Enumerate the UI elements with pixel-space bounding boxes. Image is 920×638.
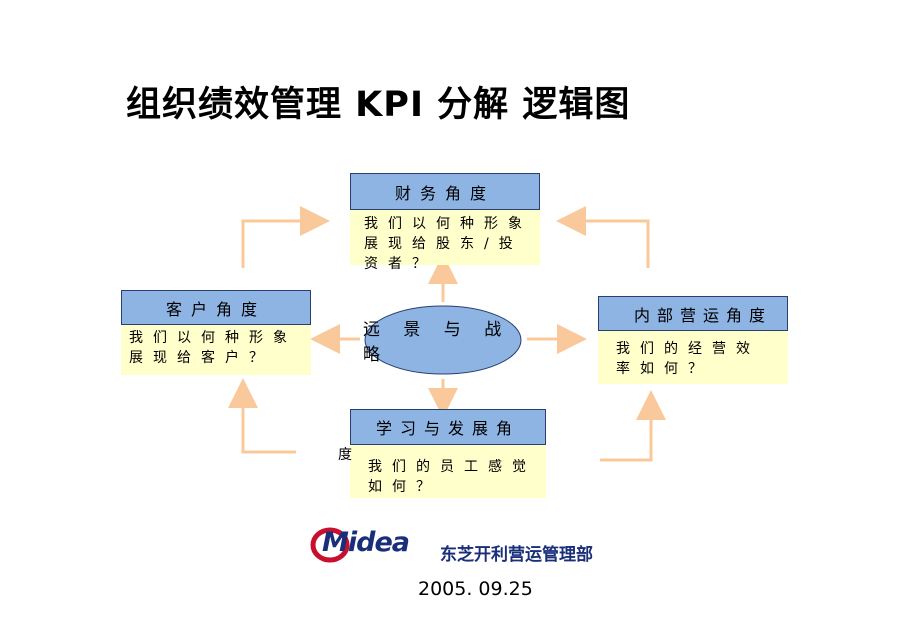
learning-header: 学习与发展角 [350,409,546,445]
arrow-learning-to-customer [228,378,296,454]
arrow-customer-to-finance [241,206,330,268]
vision-strategy-label: 远 景 与 战 略 [363,320,511,365]
internal-box: 内部营运角度 我们的经营效率如何？ [598,296,788,384]
finance-box: 财务角度 我们以何种形象展现给股东/投资者？ [350,173,540,272]
midea-logo-text: Midea [322,527,410,558]
vision-strategy-ellipse [364,305,522,375]
arrow-internal-to-finance [556,206,650,268]
finance-body: 我们以何种形象展现给股东/投资者？ [350,210,540,272]
learning-header-overflow: 度 [338,447,352,463]
midea-logo: Midea [304,523,410,567]
arrow-learning-to-internal [600,390,666,462]
learning-box: 学习与发展角 我们的员工感觉如何？ [350,409,546,498]
page-title: 组织绩效管理 KPI 分解 逻辑图 [126,85,631,125]
internal-body: 我们的经营效率如何？ [598,331,788,384]
learning-body: 我们的员工感觉如何？ [350,445,546,498]
date-text: 2005. 09.25 [418,578,533,600]
midea-logo-mark [310,527,350,563]
internal-header: 内部营运角度 [598,296,788,331]
customer-box: 客户角度 我们以何种形象展现给客户？ [121,290,311,375]
department-name: 东芝开利营运管理部 [440,545,593,565]
finance-header: 财务角度 [350,173,540,210]
customer-header: 客户角度 [121,290,311,325]
customer-body: 我们以何种形象展现给客户？ [121,325,311,375]
